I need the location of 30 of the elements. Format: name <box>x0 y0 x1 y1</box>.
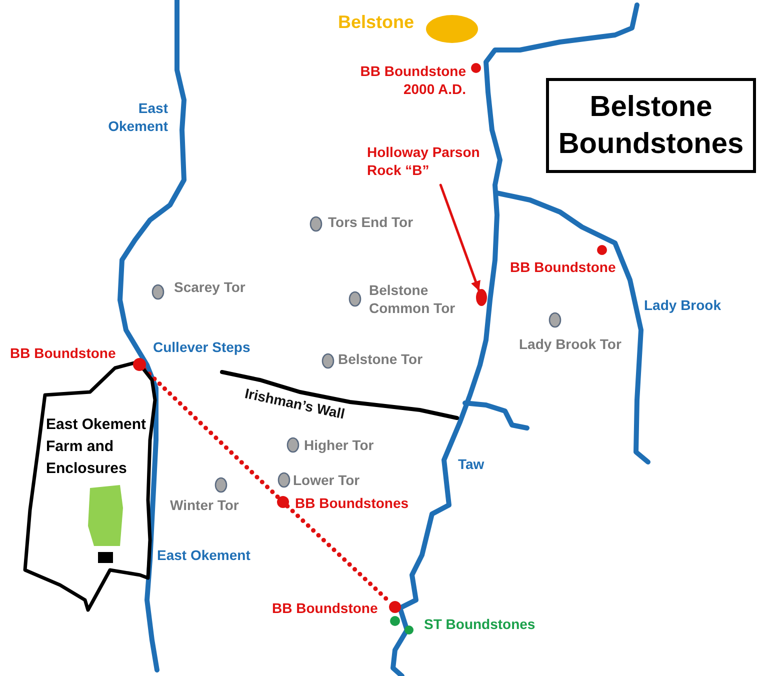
tor-label: Belstone Common Tor <box>369 281 456 318</box>
boundstone-label: BB Boundstone <box>510 258 616 276</box>
tor-label: Winter Tor <box>170 496 239 514</box>
title-box <box>546 78 756 173</box>
map-title: Belstone Boundstones <box>557 90 745 162</box>
boundstone-label: ST Boundstones <box>424 615 536 634</box>
tor-label: Higher Tor <box>304 436 374 454</box>
river-label: East Okement <box>157 546 250 564</box>
boundstone-marker <box>133 358 146 371</box>
tor-label: Lady Brook Tor <box>519 335 622 354</box>
tor-label: Belstone Tor <box>338 350 423 368</box>
boundstone-marker <box>277 496 289 508</box>
boundstone-label: BB Boundstone <box>272 599 378 618</box>
wall-label: Irishman’s Wall <box>243 384 346 423</box>
tor-label: Lower Tor <box>293 471 360 490</box>
boundstone-marker <box>476 289 487 306</box>
village-label: Belstone <box>338 11 414 34</box>
tor-label: Scarey Tor <box>174 278 246 296</box>
boundstone-label: BB Boundstone <box>10 344 116 362</box>
boundstone-marker <box>389 601 401 613</box>
place-label: Cullever Steps <box>153 338 250 356</box>
boundstone-label: BB Boundstone 2000 A.D. <box>359 62 466 98</box>
boundstone-label: BB Boundstones <box>295 494 409 512</box>
callout-label: Holloway Parson Rock “B” <box>367 143 499 180</box>
river-label: Lady Brook <box>644 296 722 314</box>
pointer-arrow <box>439 184 480 292</box>
enclosure-label: East Okement Farm and Enclosures <box>46 415 148 478</box>
river-label: East Okement <box>107 99 168 136</box>
tor-label: Tors End Tor <box>328 213 414 232</box>
river-label: Taw <box>458 455 484 474</box>
